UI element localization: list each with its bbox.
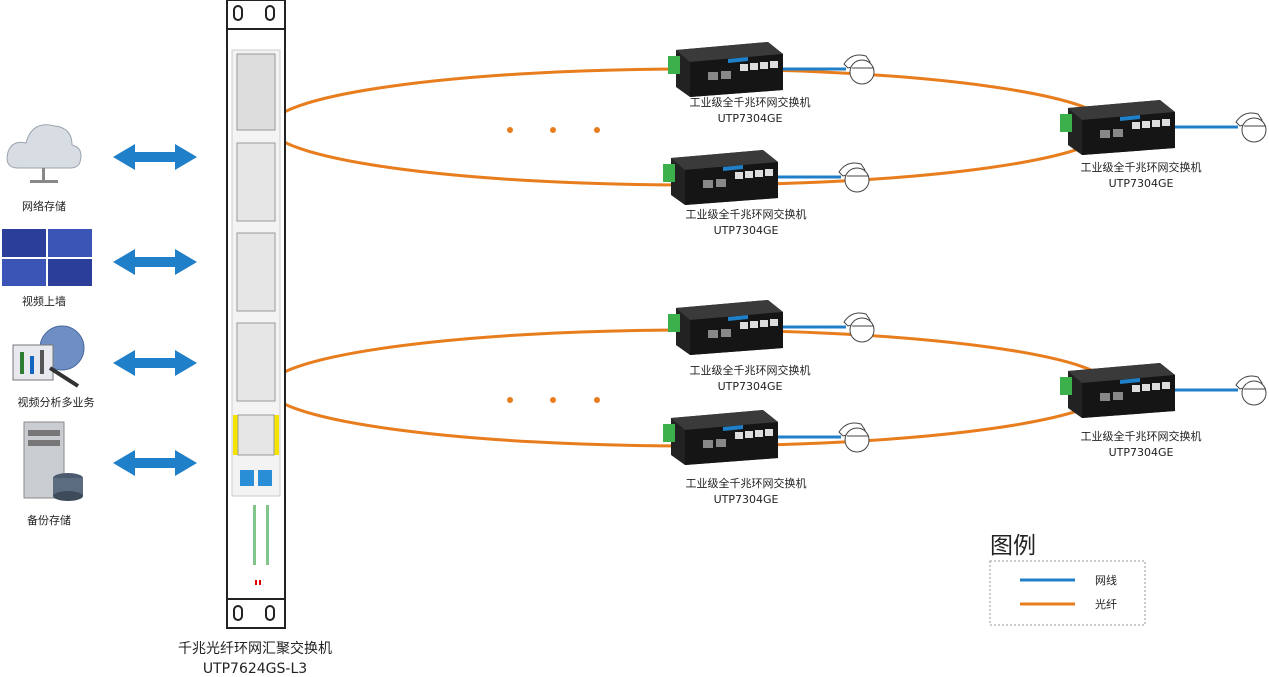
ring-switch: 工业级全千兆环网交换机 UTP7304GE (1060, 100, 1267, 190)
industrial-switch-icon (663, 410, 778, 465)
ring-switch: 工业级全千兆环网交换机 UTP7304GE (663, 410, 870, 506)
ring-switch-model: UTP7304GE (718, 112, 783, 125)
ptz-camera-icon (843, 54, 875, 85)
industrial-switch-icon (668, 300, 783, 355)
ring-switch: 工业级全千兆环网交换机 UTP7304GE (663, 150, 870, 237)
ptz-camera-icon (843, 312, 875, 343)
ring-switch-model: UTP7304GE (714, 493, 779, 506)
ptz-camera-icon (838, 422, 870, 453)
cloud-storage-icon (6, 124, 82, 183)
legend-fiber-label: 光纤 (1095, 597, 1117, 611)
client-label: 备份存储 (27, 513, 71, 527)
bidirectional-arrow-icon (113, 350, 197, 376)
ring-switch-name: 工业级全千兆环网交换机 (1081, 429, 1202, 443)
backup-server-icon (23, 421, 83, 501)
ptz-camera-icon (838, 162, 870, 193)
core-switch-model: UTP7624GS-L3 (203, 661, 307, 677)
bidirectional-arrow-icon (113, 450, 197, 476)
ring-switch-model: UTP7304GE (714, 224, 779, 237)
ring-switch: 工业级全千兆环网交换机 UTP7304GE (668, 300, 875, 393)
core-switch-name: 千兆光纤环网汇聚交换机 (178, 640, 332, 657)
industrial-switch-icon (1060, 363, 1175, 418)
ring-switch-name: 工业级全千兆环网交换机 (690, 95, 811, 109)
ring-switch: 工业级全千兆环网交换机 UTP7304GE (1060, 363, 1267, 459)
ring-switch: 工业级全千兆环网交换机 UTP7304GE (668, 42, 875, 125)
ring-switch-name: 工业级全千兆环网交换机 (1081, 160, 1202, 174)
core-switch (226, 0, 286, 629)
ring-switch-name: 工业级全千兆环网交换机 (690, 363, 811, 377)
ring-switch-name: 工业级全千兆环网交换机 (686, 476, 807, 490)
industrial-switch-icon (668, 42, 783, 97)
bidirectional-arrow-icon (113, 144, 197, 170)
legend-box (989, 560, 1146, 626)
client-label: 网络存储 (22, 199, 66, 213)
industrial-switch-icon (1060, 100, 1175, 155)
client-label: 视频分析多业务 (18, 395, 95, 409)
video-wall-icon (2, 229, 92, 286)
bidirectional-arrow-icon (113, 249, 197, 275)
ring-switch-name: 工业级全千兆环网交换机 (686, 207, 807, 221)
more-switches-ellipsis (507, 127, 600, 403)
ring-switch-model: UTP7304GE (718, 380, 783, 393)
legend-cable-label: 网线 (1095, 573, 1117, 587)
legend-title: 图例 (990, 533, 1036, 559)
ptz-camera-icon (1235, 375, 1267, 406)
ptz-camera-icon (1235, 112, 1267, 143)
client-label: 视频上墙 (22, 294, 66, 308)
ring-switch-model: UTP7304GE (1109, 177, 1174, 190)
video-analytics-icon (12, 325, 85, 388)
industrial-switch-icon (663, 150, 778, 205)
ring-switch-model: UTP7304GE (1109, 446, 1174, 459)
